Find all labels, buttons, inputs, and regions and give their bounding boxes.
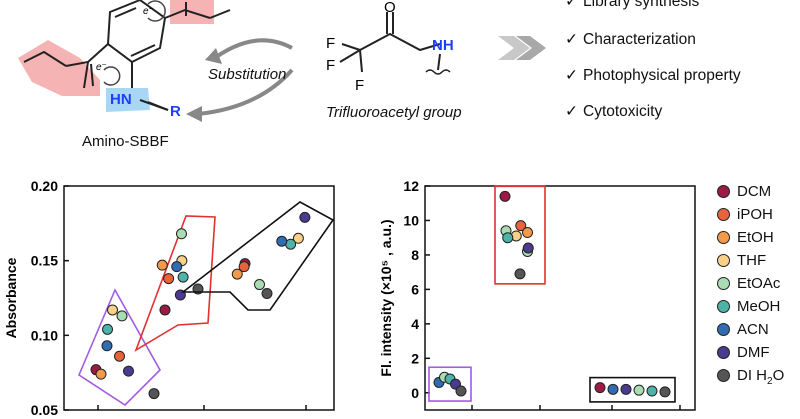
data-point xyxy=(116,310,128,322)
data-point xyxy=(254,279,265,291)
electron-label-left: e⁻ xyxy=(96,62,107,73)
trifluoroacetyl-fragment xyxy=(339,12,451,75)
y-tick-label: 10 xyxy=(403,212,419,228)
forward-arrow xyxy=(498,36,546,60)
check-icon: ✓ xyxy=(565,0,578,10)
data-point xyxy=(276,235,288,247)
data-point xyxy=(163,273,175,285)
y-tick-label: 6 xyxy=(411,281,419,297)
y-axis-label: Fl. intensity (×10⁵ , a.u.) xyxy=(378,219,394,376)
legend-swatch xyxy=(717,277,730,290)
check-icon: ✓ xyxy=(565,67,578,84)
group-box xyxy=(428,366,472,402)
check-icon: ✓ xyxy=(565,103,578,120)
data-point xyxy=(148,388,160,400)
legend-swatch xyxy=(717,254,730,267)
y-tick-label: 12 xyxy=(403,178,419,194)
group-box xyxy=(78,288,161,407)
data-point xyxy=(292,232,304,244)
y-tick-label: 0.20 xyxy=(31,178,58,194)
data-point xyxy=(261,288,273,300)
compound-label: Amino-SBBF xyxy=(82,133,169,150)
legend-swatch xyxy=(717,231,730,244)
atom-f3: F xyxy=(355,77,364,94)
legend-swatch xyxy=(717,185,730,198)
checklist-item: ✓Cytotoxicity xyxy=(565,103,663,120)
data-point xyxy=(594,382,606,394)
check-icon: ✓ xyxy=(565,31,578,48)
data-point xyxy=(231,268,243,280)
benzene-ring xyxy=(106,0,167,64)
y-tick-label: 8 xyxy=(411,247,419,263)
atom-f2: F xyxy=(326,57,335,74)
reaction-scheme: e⁻ e⁻ HN R O F F F NH xyxy=(18,0,546,122)
data-point xyxy=(238,261,250,273)
data-point xyxy=(159,304,171,316)
data-point xyxy=(95,368,107,380)
substitution-arrow xyxy=(197,38,294,116)
checklist-item: ✓Photophysical property xyxy=(565,67,741,84)
data-point xyxy=(620,383,632,395)
data-point xyxy=(607,383,619,395)
data-point xyxy=(123,365,134,377)
y-tick-label: 0.15 xyxy=(31,253,58,269)
atom-f1: F xyxy=(326,35,335,52)
y-tick-label: 4 xyxy=(411,316,419,332)
group-box xyxy=(180,201,335,311)
amine-hn-text: HN xyxy=(110,91,132,108)
y-tick-label: 0.05 xyxy=(31,402,58,418)
data-point xyxy=(114,350,125,362)
data-point xyxy=(299,211,311,223)
y-tick-label: 0.10 xyxy=(31,327,58,343)
data-point xyxy=(107,304,118,316)
legend-swatch xyxy=(717,323,730,336)
group-box xyxy=(134,215,216,352)
data-point xyxy=(177,271,189,283)
data-point xyxy=(522,242,534,254)
plot-frame xyxy=(63,185,335,411)
y-tick-label: 0 xyxy=(411,385,419,401)
amine-r-text: R xyxy=(170,103,181,120)
legend-swatch xyxy=(717,346,730,359)
data-point xyxy=(659,386,671,398)
group-box xyxy=(494,185,546,285)
data-point xyxy=(171,261,183,273)
molecule-bonds xyxy=(23,2,231,111)
y-axis-label: Absorbance xyxy=(3,257,19,338)
data-point xyxy=(514,268,526,280)
data-point xyxy=(101,340,113,352)
data-point xyxy=(499,190,511,202)
data-point xyxy=(515,220,527,232)
data-point xyxy=(522,227,533,239)
substitution-label: Substitution xyxy=(208,66,287,83)
data-point xyxy=(176,228,187,240)
data-point xyxy=(455,385,467,397)
checklist-item: ✓Characterization xyxy=(565,31,696,48)
atom-nh: NH xyxy=(432,37,454,54)
data-point xyxy=(502,232,514,244)
legend-swatch xyxy=(717,300,730,313)
atom-o: O xyxy=(384,0,396,16)
data-point xyxy=(102,323,113,335)
data-point xyxy=(633,384,645,396)
group-box xyxy=(589,376,676,403)
data-point xyxy=(646,385,658,397)
arrowhead-lower xyxy=(186,106,202,122)
y-tick-label: 2 xyxy=(411,350,419,366)
electron-label-top: e⁻ xyxy=(143,6,154,17)
checklist-item: ✓Library synthesis xyxy=(565,0,699,11)
nr-bond xyxy=(139,99,169,111)
legend-swatch xyxy=(717,208,730,221)
data-point xyxy=(156,259,168,271)
amine-highlight xyxy=(106,88,150,112)
electron-arrows xyxy=(103,0,166,86)
legend-swatch xyxy=(717,369,730,382)
group-label: Trifluoroacetyl group xyxy=(326,104,462,121)
arrowhead-upper xyxy=(205,48,222,64)
plot-frame xyxy=(424,185,696,411)
